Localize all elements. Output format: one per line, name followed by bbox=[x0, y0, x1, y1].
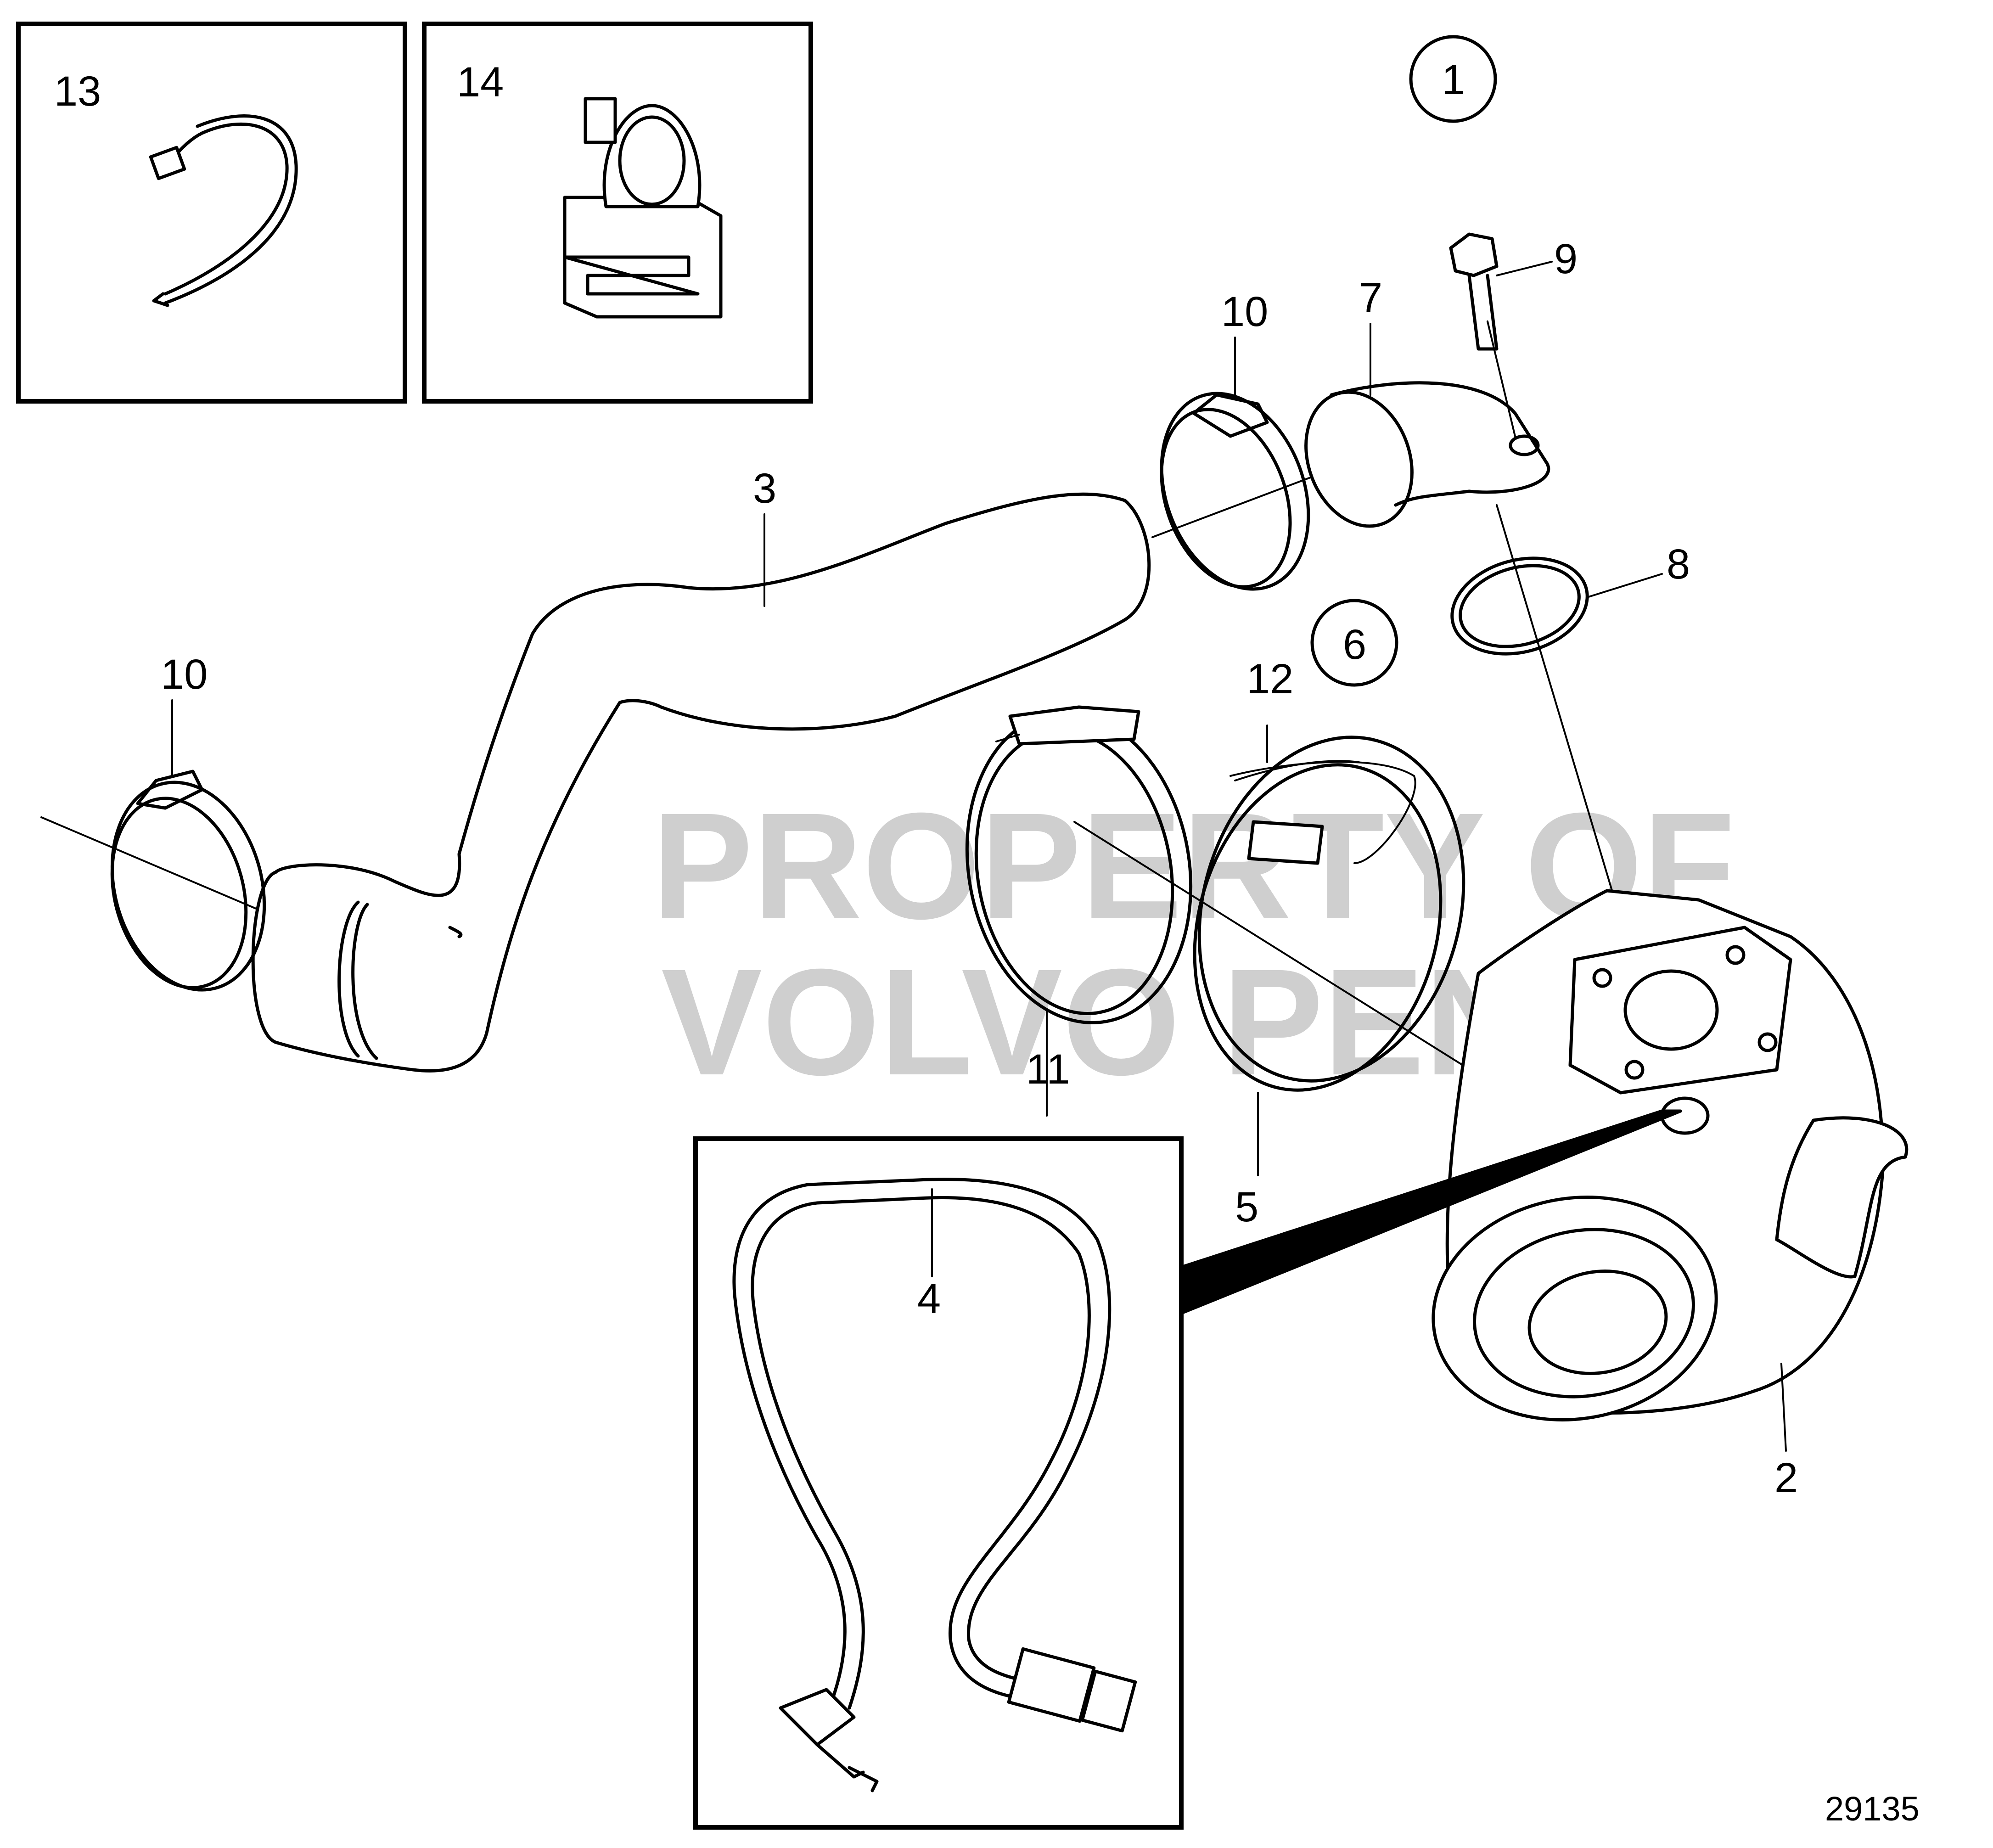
spring-part-12 bbox=[1229, 725, 1416, 864]
hose-clamp-part-10-left bbox=[40, 770, 266, 992]
cable-tie-icon bbox=[149, 114, 298, 307]
band-part-5 bbox=[1073, 736, 1493, 1176]
callout-4: 4 bbox=[917, 1275, 941, 1322]
callout-14: 14 bbox=[457, 59, 504, 106]
callout-3: 3 bbox=[753, 465, 776, 512]
inset-13: 13 bbox=[16, 22, 407, 404]
callout-5: 5 bbox=[1235, 1184, 1258, 1230]
callout-7: 7 bbox=[1359, 275, 1382, 321]
callout-8: 8 bbox=[1667, 541, 1690, 588]
inset-4: 4 bbox=[693, 1109, 1682, 1830]
inset-13-frame bbox=[16, 22, 407, 404]
inset-14-frame bbox=[422, 22, 813, 404]
inset-14: 14 bbox=[422, 22, 813, 404]
circled-callout-1: 1 bbox=[1409, 35, 1497, 123]
drawing-number: 29135 bbox=[1825, 1790, 1920, 1828]
callout-9: 9 bbox=[1554, 236, 1578, 282]
elbow-part-7 bbox=[1304, 381, 1550, 528]
bolt-part-9 bbox=[1449, 232, 1553, 437]
hose-clip-icon bbox=[563, 97, 723, 319]
callout-10-upper: 10 bbox=[1221, 288, 1268, 335]
callout-10-lower: 10 bbox=[161, 651, 208, 698]
exhaust-elbow-part-2 bbox=[1432, 889, 1909, 1452]
inset-4-frame bbox=[693, 1136, 1184, 1830]
callout-2: 2 bbox=[1774, 1455, 1798, 1501]
callout-13: 13 bbox=[54, 68, 101, 115]
callout-1: 1 bbox=[1442, 56, 1465, 103]
circled-callout-6: 6 bbox=[1310, 599, 1398, 687]
callout-12: 12 bbox=[1246, 656, 1293, 702]
callout-11: 11 bbox=[1026, 1046, 1070, 1093]
temperature-sensor-cable-icon bbox=[732, 1178, 1137, 1792]
v-band-clamp-part-11 bbox=[965, 705, 1193, 1117]
callout-6: 6 bbox=[1343, 621, 1366, 668]
hose-part-3 bbox=[251, 492, 1151, 1073]
